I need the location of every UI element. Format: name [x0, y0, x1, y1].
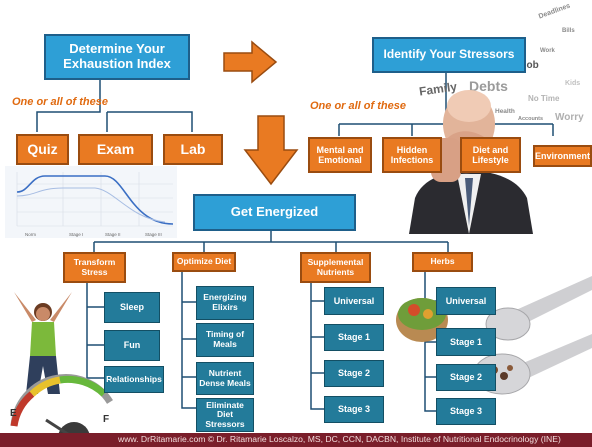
word-worry: Worry	[555, 112, 584, 123]
footer-bar: www. DrRitamarie.com © Dr. Ritamarie Los…	[0, 433, 592, 447]
gauge-empty-label: E	[10, 408, 17, 419]
category-herbs: Herbs	[412, 252, 473, 272]
item-sleep: Sleep	[104, 292, 160, 323]
word-kids: Kids	[565, 80, 581, 87]
step-get-energized: Get Energized	[193, 194, 356, 231]
word-work: Debts	[469, 78, 508, 94]
word-health: Health	[495, 108, 515, 115]
fuel-gauge-icon: E F	[10, 374, 113, 434]
stressor-diet-lifestyle: Diet and Lifestyle	[460, 137, 521, 173]
stress-curve-chart: Norm Stage I Stage II Stage III	[5, 166, 177, 238]
word-job: Job	[521, 60, 539, 71]
step-determine-exhaustion-index: Determine Your Exhaustion Index	[44, 34, 190, 80]
test-quiz: Quiz	[16, 134, 69, 165]
word-bills: Bills	[562, 28, 575, 34]
item-herbs-stage-3: Stage 3	[436, 398, 496, 425]
item-herbs-universal: Universal	[436, 287, 496, 315]
item-herbs-stage-2: Stage 2	[436, 364, 496, 391]
right-arrow-icon	[223, 40, 278, 84]
item-fun: Fun	[104, 330, 160, 361]
word-accounts: Accounts	[518, 116, 544, 122]
item-supplements-stage-2: Stage 2	[324, 360, 384, 387]
chart-label-stage-2: Stage II	[105, 232, 121, 237]
stressor-mental-emotional: Mental and Emotional	[308, 137, 372, 173]
stressor-environment: Environment	[533, 145, 592, 167]
herbs-spoons-photo	[396, 276, 592, 395]
category-transform-stress: Transform Stress	[63, 252, 126, 283]
item-nutrient-dense-meals: Nutrient Dense Meals	[196, 362, 254, 395]
word-debts: Work	[540, 48, 555, 54]
hint-one-or-all-left: One or all of these	[12, 96, 108, 108]
category-supplemental-nutrients: Supplemental Nutrients	[300, 252, 371, 283]
item-supplements-stage-1: Stage 1	[324, 324, 384, 351]
chart-label-stage-1: Stage I	[69, 232, 83, 237]
word-no-time: No Time	[528, 94, 560, 103]
item-relationships: Relationships	[104, 366, 164, 393]
gauge-full-label: F	[103, 414, 109, 425]
step-identify-stressors: Identify Your Stressors	[372, 37, 526, 73]
down-arrow-icon	[243, 115, 299, 186]
footer-copyright: www. DrRitamarie.com © Dr. Ritamarie Los…	[118, 434, 561, 444]
hint-one-or-all-right: One or all of these	[310, 100, 406, 112]
test-exam: Exam	[78, 134, 153, 165]
test-lab: Lab	[163, 134, 223, 165]
chart-label-stage-3: Stage III	[145, 232, 162, 237]
chart-label-norm: Norm	[25, 232, 36, 237]
item-energizing-elixirs: Energizing Elixirs	[196, 286, 254, 320]
category-optimize-diet: Optimize Diet	[172, 252, 236, 272]
item-supplements-universal: Universal	[324, 287, 384, 315]
item-herbs-stage-1: Stage 1	[436, 328, 496, 356]
item-timing-of-meals: Timing of Meals	[196, 323, 254, 357]
stressor-hidden-infections: Hidden Infections	[382, 137, 442, 173]
item-supplements-stage-3: Stage 3	[324, 396, 384, 423]
item-eliminate-diet-stressors: Eliminate Diet Stressors	[196, 398, 254, 432]
